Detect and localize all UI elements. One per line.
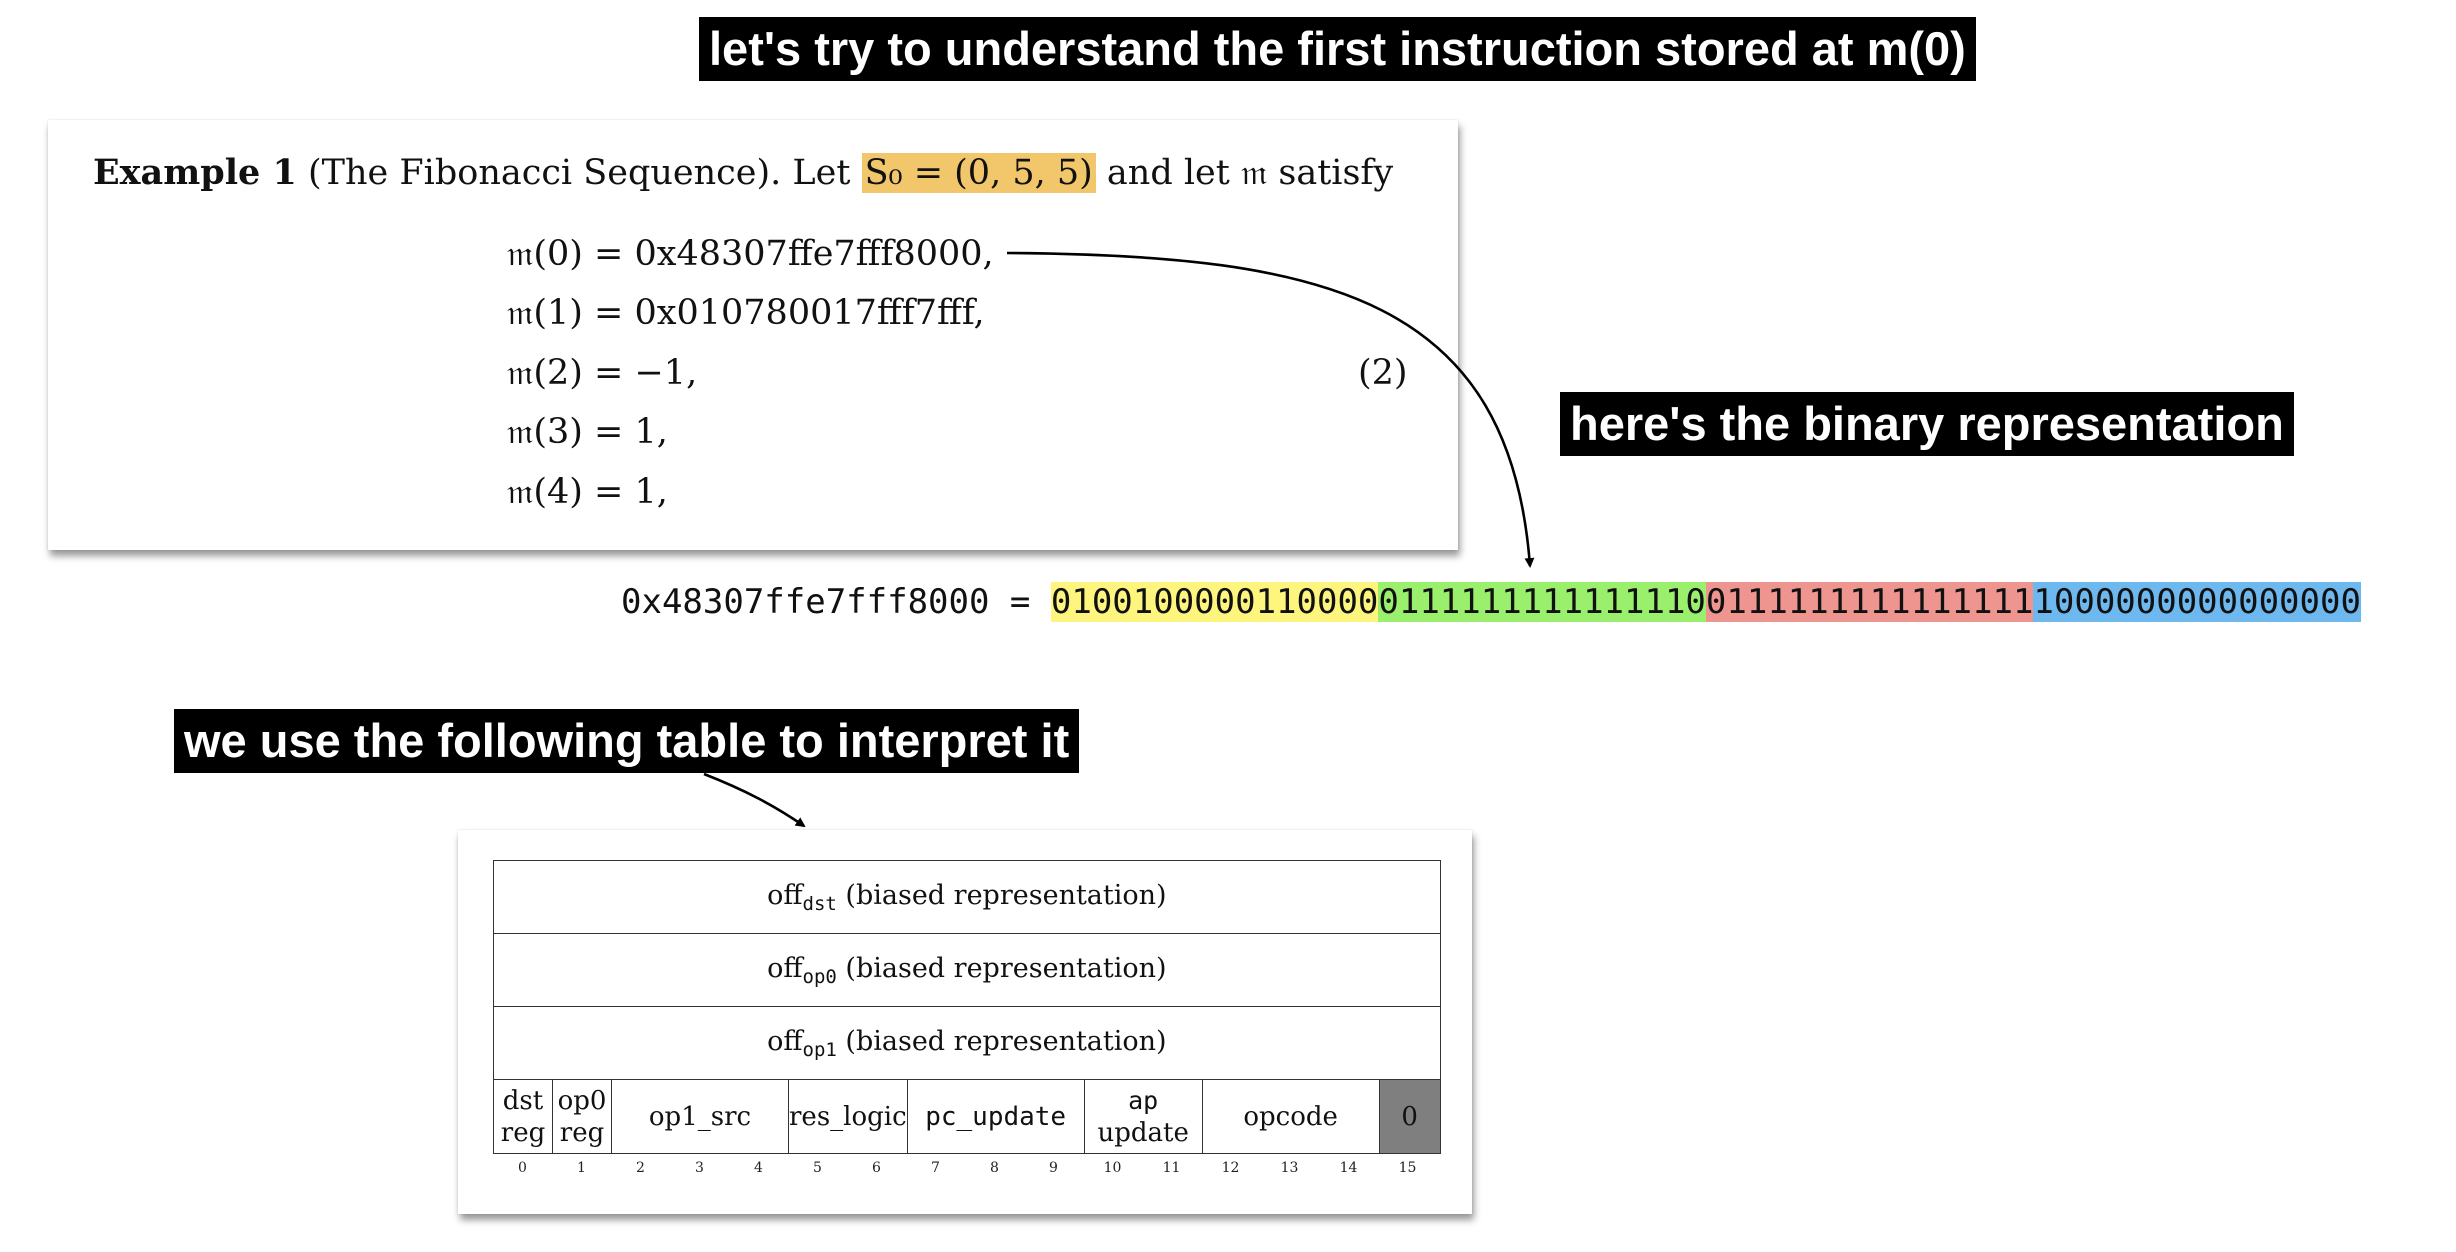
bit-index-10: 10 — [1103, 1160, 1122, 1176]
row-off-op0: offop0 (biased representation) — [493, 933, 1441, 1007]
bit-index-12: 12 — [1221, 1160, 1240, 1176]
instruction-format-table: offdst (biased representation) offop0 (b… — [458, 830, 1472, 1214]
equation-number: (2) — [1358, 353, 1408, 393]
bit-index-9: 9 — [1049, 1160, 1058, 1176]
example-heading: Example 1 (The Fibonacci Sequence). Let … — [93, 152, 1393, 193]
op0-reg-line1: op0 — [557, 1085, 607, 1116]
example-label: Example 1 — [93, 152, 297, 193]
dst-reg-line2: reg — [500, 1117, 546, 1148]
bit-index-8: 8 — [990, 1160, 999, 1176]
bit-index-15: 15 — [1398, 1160, 1417, 1176]
bit-index-7: 7 — [931, 1160, 940, 1176]
off-op0-name: off — [767, 952, 803, 984]
off-op0-sub: op0 — [802, 965, 837, 988]
caption-interpretation-table: we use the following table to interpret … — [174, 709, 1080, 773]
bit-index-6: 6 — [872, 1160, 881, 1176]
cell-opcode: opcode — [1201, 1079, 1380, 1154]
row-off-op1: offop1 (biased representation) — [493, 1006, 1441, 1080]
equation-m1: 𝔪(1) = 0x010780017fff7fff, — [507, 293, 985, 333]
example-title: (The Fibonacci Sequence). — [307, 153, 782, 193]
dst-reg-line1: dst — [502, 1085, 544, 1116]
caption-binary-representation: here's the binary representation — [1560, 392, 2294, 456]
bit-index-14: 14 — [1339, 1160, 1358, 1176]
bit-index-11: 11 — [1162, 1160, 1181, 1176]
off-dst-suffix: (biased representation) — [836, 879, 1167, 911]
equation-m3: 𝔪(3) = 1, — [507, 412, 668, 452]
cell-zero-bit: 0 — [1378, 1079, 1441, 1154]
off-op1-suffix: (biased representation) — [836, 1025, 1167, 1057]
caption-first-instruction: let's try to understand the first instru… — [699, 17, 1976, 81]
binary-segment-op1: 0111111111111111 — [1705, 582, 2034, 622]
equation-m0: 𝔪(0) = 0x48307ffe7fff8000, — [507, 234, 994, 274]
cell-off-op0: offop0 (biased representation) — [493, 933, 1441, 1007]
bit-index-5: 5 — [813, 1160, 822, 1176]
binary-representation: 0x48307ffe7fff8000 = 0100100000110000011… — [621, 578, 2361, 626]
binary-segment-op0: 0111111111111110 — [1378, 582, 1706, 622]
op0-reg-line2: reg — [559, 1117, 605, 1148]
equation-m4: 𝔪(4) = 1, — [507, 472, 668, 512]
cell-off-op1: offop1 (biased representation) — [493, 1006, 1441, 1080]
off-op1-sub: op1 — [802, 1038, 837, 1061]
bit-index-2: 2 — [636, 1160, 645, 1176]
binary-segment-dst: 0100100000110000 — [1050, 582, 1379, 622]
off-dst-sub: dst — [802, 892, 837, 915]
off-op1-name: off — [767, 1025, 803, 1057]
cell-res-logic: res_logic — [788, 1079, 908, 1154]
ap-update-line2: update — [1097, 1117, 1189, 1148]
initial-state-highlight: S₀ = (0, 5, 5) — [861, 153, 1096, 193]
cell-off-dst: offdst (biased representation) — [493, 860, 1441, 934]
binary-prefix: 0x48307ffe7fff8000 = — [621, 582, 1051, 622]
ap-update-line1: ap — [1128, 1085, 1159, 1115]
example-excerpt: Example 1 (The Fibonacci Sequence). Let … — [48, 120, 1458, 550]
example-tail: and let 𝔪 satisfy — [1106, 153, 1394, 193]
cell-op1-src: op1_src — [611, 1079, 789, 1154]
cell-pc-update: pc_update — [906, 1079, 1085, 1154]
bit-index-0: 0 — [518, 1160, 527, 1176]
instruction-encoding-table: offdst (biased representation) offop0 (b… — [493, 860, 1441, 1154]
arrow-caption-to-table — [703, 772, 806, 828]
bit-index-3: 3 — [695, 1160, 704, 1176]
example-let: Let — [792, 153, 851, 193]
row-off-dst: offdst (biased representation) — [493, 860, 1441, 934]
binary-segment-flags: 1000000000000000 — [2033, 582, 2361, 622]
bit-index-13: 13 — [1280, 1160, 1299, 1176]
bit-index-4: 4 — [754, 1160, 763, 1176]
off-op0-suffix: (biased representation) — [836, 952, 1167, 984]
bit-index-1: 1 — [577, 1160, 586, 1176]
off-dst-name: off — [767, 879, 803, 911]
equation-m2: 𝔪(2) = −1, — [507, 353, 698, 393]
